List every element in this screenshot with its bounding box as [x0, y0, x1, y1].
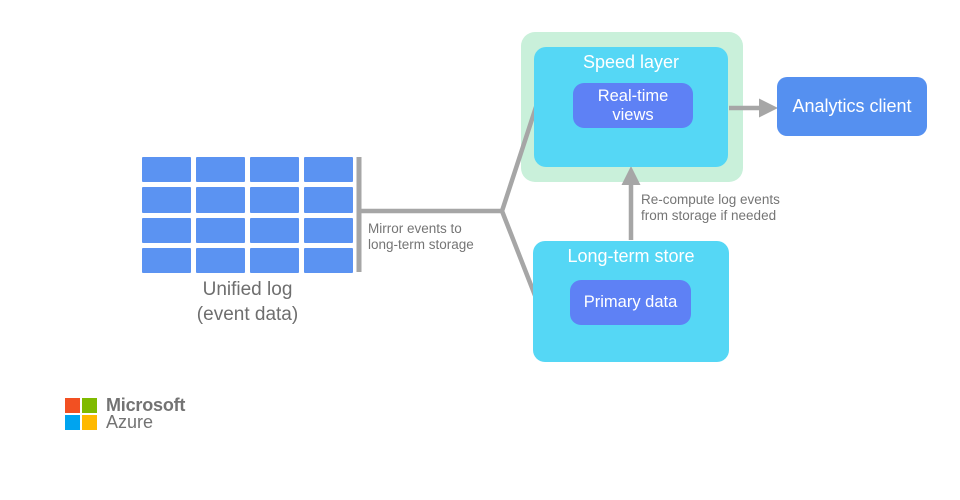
analytics-client-label: Analytics client	[792, 96, 912, 116]
speed-layer-title: Speed layer	[582, 52, 680, 72]
ms-square-yellow	[82, 415, 97, 430]
unified-log-caption-line1: Unified log	[202, 279, 293, 300]
ms-square-blue	[65, 415, 80, 430]
log-cell	[196, 157, 245, 183]
recompute-note-line1: Re-compute log events	[641, 192, 780, 207]
analytics-client-box: Analytics client	[777, 77, 927, 136]
primary-data-box: Primary data	[570, 280, 691, 325]
log-cell	[196, 187, 245, 213]
log-cell	[250, 157, 299, 183]
log-cell	[142, 217, 191, 243]
real-time-views-box: Real-time views	[573, 83, 693, 128]
microsoft-wordmark: Microsoft	[106, 395, 186, 415]
recompute-note: Re-compute log events from storage if ne…	[641, 192, 780, 223]
log-cell	[304, 157, 353, 183]
recompute-note-line2: from storage if needed	[641, 207, 777, 223]
unified-log-grid	[142, 157, 353, 273]
unified-log-caption-line2: (event data)	[196, 304, 299, 325]
recompute-arrowhead-icon	[621, 166, 641, 185]
primary-data-label: Primary data	[583, 293, 678, 311]
real-time-views-line1: Real-time	[597, 86, 669, 105]
long-term-store-title: Long-term store	[567, 246, 695, 266]
log-cell	[196, 247, 245, 273]
ms-square-red	[65, 398, 80, 413]
log-cell	[304, 247, 353, 273]
log-cell	[142, 247, 191, 273]
real-time-views-label: Real-time views	[598, 87, 669, 125]
log-cell	[142, 187, 191, 213]
real-time-views-line2: views	[612, 105, 654, 124]
log-cell	[304, 217, 353, 243]
log-cell	[142, 157, 191, 183]
mirror-events-note-line1: Mirror events to	[368, 221, 462, 236]
analytics-arrowhead-icon	[759, 98, 778, 118]
ms-square-green	[82, 398, 97, 413]
log-cell	[250, 247, 299, 273]
unified-log-caption: Unified log (event data)	[132, 277, 363, 327]
branch-connector	[499, 106, 539, 299]
log-cell	[304, 187, 353, 213]
mirror-events-note: Mirror events to long-term storage	[368, 221, 474, 252]
microsoft-logo-icon	[65, 398, 97, 430]
mirror-events-note-line2: long-term storage	[368, 236, 474, 252]
log-cell	[196, 217, 245, 243]
log-cell	[250, 187, 299, 213]
azure-wordmark: Azure	[106, 412, 154, 432]
microsoft-azure-logo: Microsoft Azure	[65, 395, 186, 432]
log-cell	[250, 217, 299, 243]
microsoft-azure-wordmark: Microsoft Azure	[106, 395, 186, 432]
